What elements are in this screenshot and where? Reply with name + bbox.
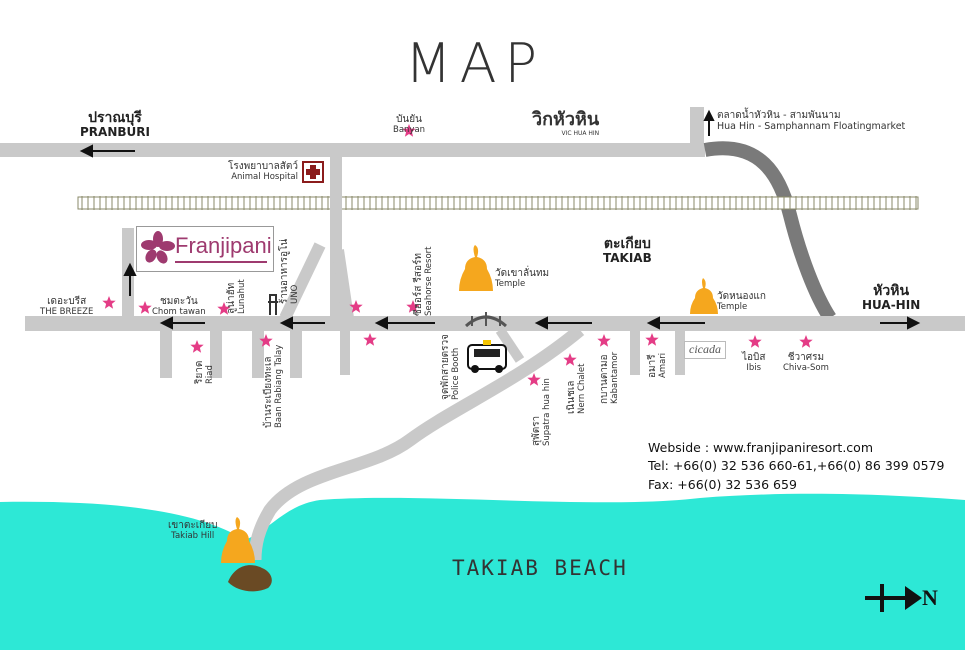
pranburi-label: ปราณบุรี PRANBURI	[80, 110, 150, 140]
chom-tawan-label: ชมตะวัน Chom tawan	[152, 296, 206, 317]
franjipani-logo: Franjipani	[136, 226, 274, 272]
franjipani-logo-text: Franjipani	[175, 233, 272, 258]
star-markers	[102, 124, 813, 386]
star-icon	[527, 373, 541, 386]
star-icon	[259, 334, 273, 347]
star-icon	[138, 301, 152, 314]
star-icon	[190, 340, 204, 353]
cicada-road	[675, 330, 685, 375]
tel-text: Tel: +66(0) 32 536 660-61,+66(0) 86 399 …	[648, 458, 945, 473]
floatingmarket-road	[690, 107, 704, 157]
chiva-som-label: ชีวาศรม Chiva-Som	[783, 352, 829, 373]
temple-road	[340, 330, 350, 375]
cicada-logo: cicada	[684, 341, 726, 359]
franjipani-logo-underline	[175, 261, 267, 263]
star-icon	[799, 335, 813, 348]
buddha-icon	[459, 245, 493, 291]
baan-road-2	[290, 330, 302, 378]
huahin-label: หัวหิน HUA-HIN	[862, 283, 921, 313]
buddha-icon	[690, 278, 718, 314]
buddha-icon	[221, 517, 255, 563]
riad-label: ริยาด Riad	[194, 360, 215, 384]
railway	[77, 196, 919, 210]
star-icon	[102, 296, 116, 309]
star-icon	[406, 300, 420, 313]
banyan-label: บันยัน Banyan	[393, 114, 426, 135]
direction-arrows	[79, 109, 921, 330]
nern-chalet-label: เนินชเล Nern Chalet	[566, 363, 587, 414]
takiab-beach-label: TAKIAB BEACH	[452, 556, 628, 580]
star-icon	[402, 124, 416, 137]
amari-road	[630, 330, 640, 375]
lunahut-icon	[268, 294, 278, 315]
supatra-label: สุพัตรา Supatra hua hin	[531, 378, 552, 446]
star-icon	[645, 333, 659, 346]
riad-road	[160, 330, 172, 378]
animal-hospital-label: โรงพยาบาลสัตว์ Animal Hospital	[228, 161, 298, 182]
star-icon	[597, 334, 611, 347]
takiab-hill-label: เขาตะเกียบ Takiab Hill	[168, 520, 218, 541]
bridge-icon	[464, 312, 508, 328]
vic-huahin-logo: วิกหัวหิน VIC HUA HIN	[532, 109, 600, 137]
takiab-hill-rock	[228, 565, 272, 592]
takiab-label: ตะเกียบ TAKIAB	[603, 236, 652, 266]
hill-road	[248, 325, 585, 561]
curved-road	[703, 141, 836, 322]
uno-label: ร้านอาหารอูโน่ UNO	[279, 238, 300, 304]
railway-ties	[81, 196, 917, 210]
star-icon	[217, 302, 231, 315]
highway-road	[0, 143, 705, 157]
police-booth-label: จุดพักสายตรวจ Police Booth	[440, 334, 461, 400]
hill-branch-road	[495, 327, 525, 363]
ibis-label: ไอบิส Ibis	[742, 352, 766, 373]
compass-north-label: N	[922, 585, 938, 610]
temple-nongkae-label: วัดหนองแก Temple	[717, 291, 766, 312]
temple-khaolanthom-label: วัดเขาลั่นทม Temple	[495, 268, 550, 289]
star-icon	[349, 300, 363, 313]
website-text: Webside : www.franjipaniresort.com	[648, 440, 873, 455]
seahorse-label: ซีฮอร์ส รีสอร์ท Seahorse Resort	[413, 246, 434, 317]
sea-area	[0, 493, 965, 650]
compass-arrow	[865, 584, 922, 612]
riad-road-2	[210, 330, 222, 378]
star-icon	[563, 353, 577, 366]
animal-hospital-icon	[302, 161, 324, 183]
floatingmarket-label: ตลาดน้ำหัวหิน - สามพันนาม Hua Hin - Samp…	[717, 110, 906, 132]
amari-label: อมารี Amari	[647, 352, 668, 378]
star-icon	[748, 335, 762, 348]
fax-text: Fax: +66(0) 32 536 659	[648, 477, 797, 492]
police-car-icon	[467, 340, 507, 373]
split-road	[279, 242, 354, 321]
franjipani-flower-icon	[141, 231, 175, 264]
baan-rabiang-label: บ้านระเบียงทะเล Baan Rabiang Talay	[263, 344, 284, 428]
baan-road	[252, 330, 264, 378]
kabantamor-label: กบานตามอ Kabantamor	[599, 351, 620, 404]
the-breeze-label: เดอะบรีส THE BREEZE	[40, 296, 94, 317]
star-icon	[363, 333, 377, 346]
lunahut-label: ลูน่าฮัท Lunahut	[226, 279, 247, 314]
main-road	[25, 316, 965, 331]
map-title: MAP	[405, 32, 546, 95]
